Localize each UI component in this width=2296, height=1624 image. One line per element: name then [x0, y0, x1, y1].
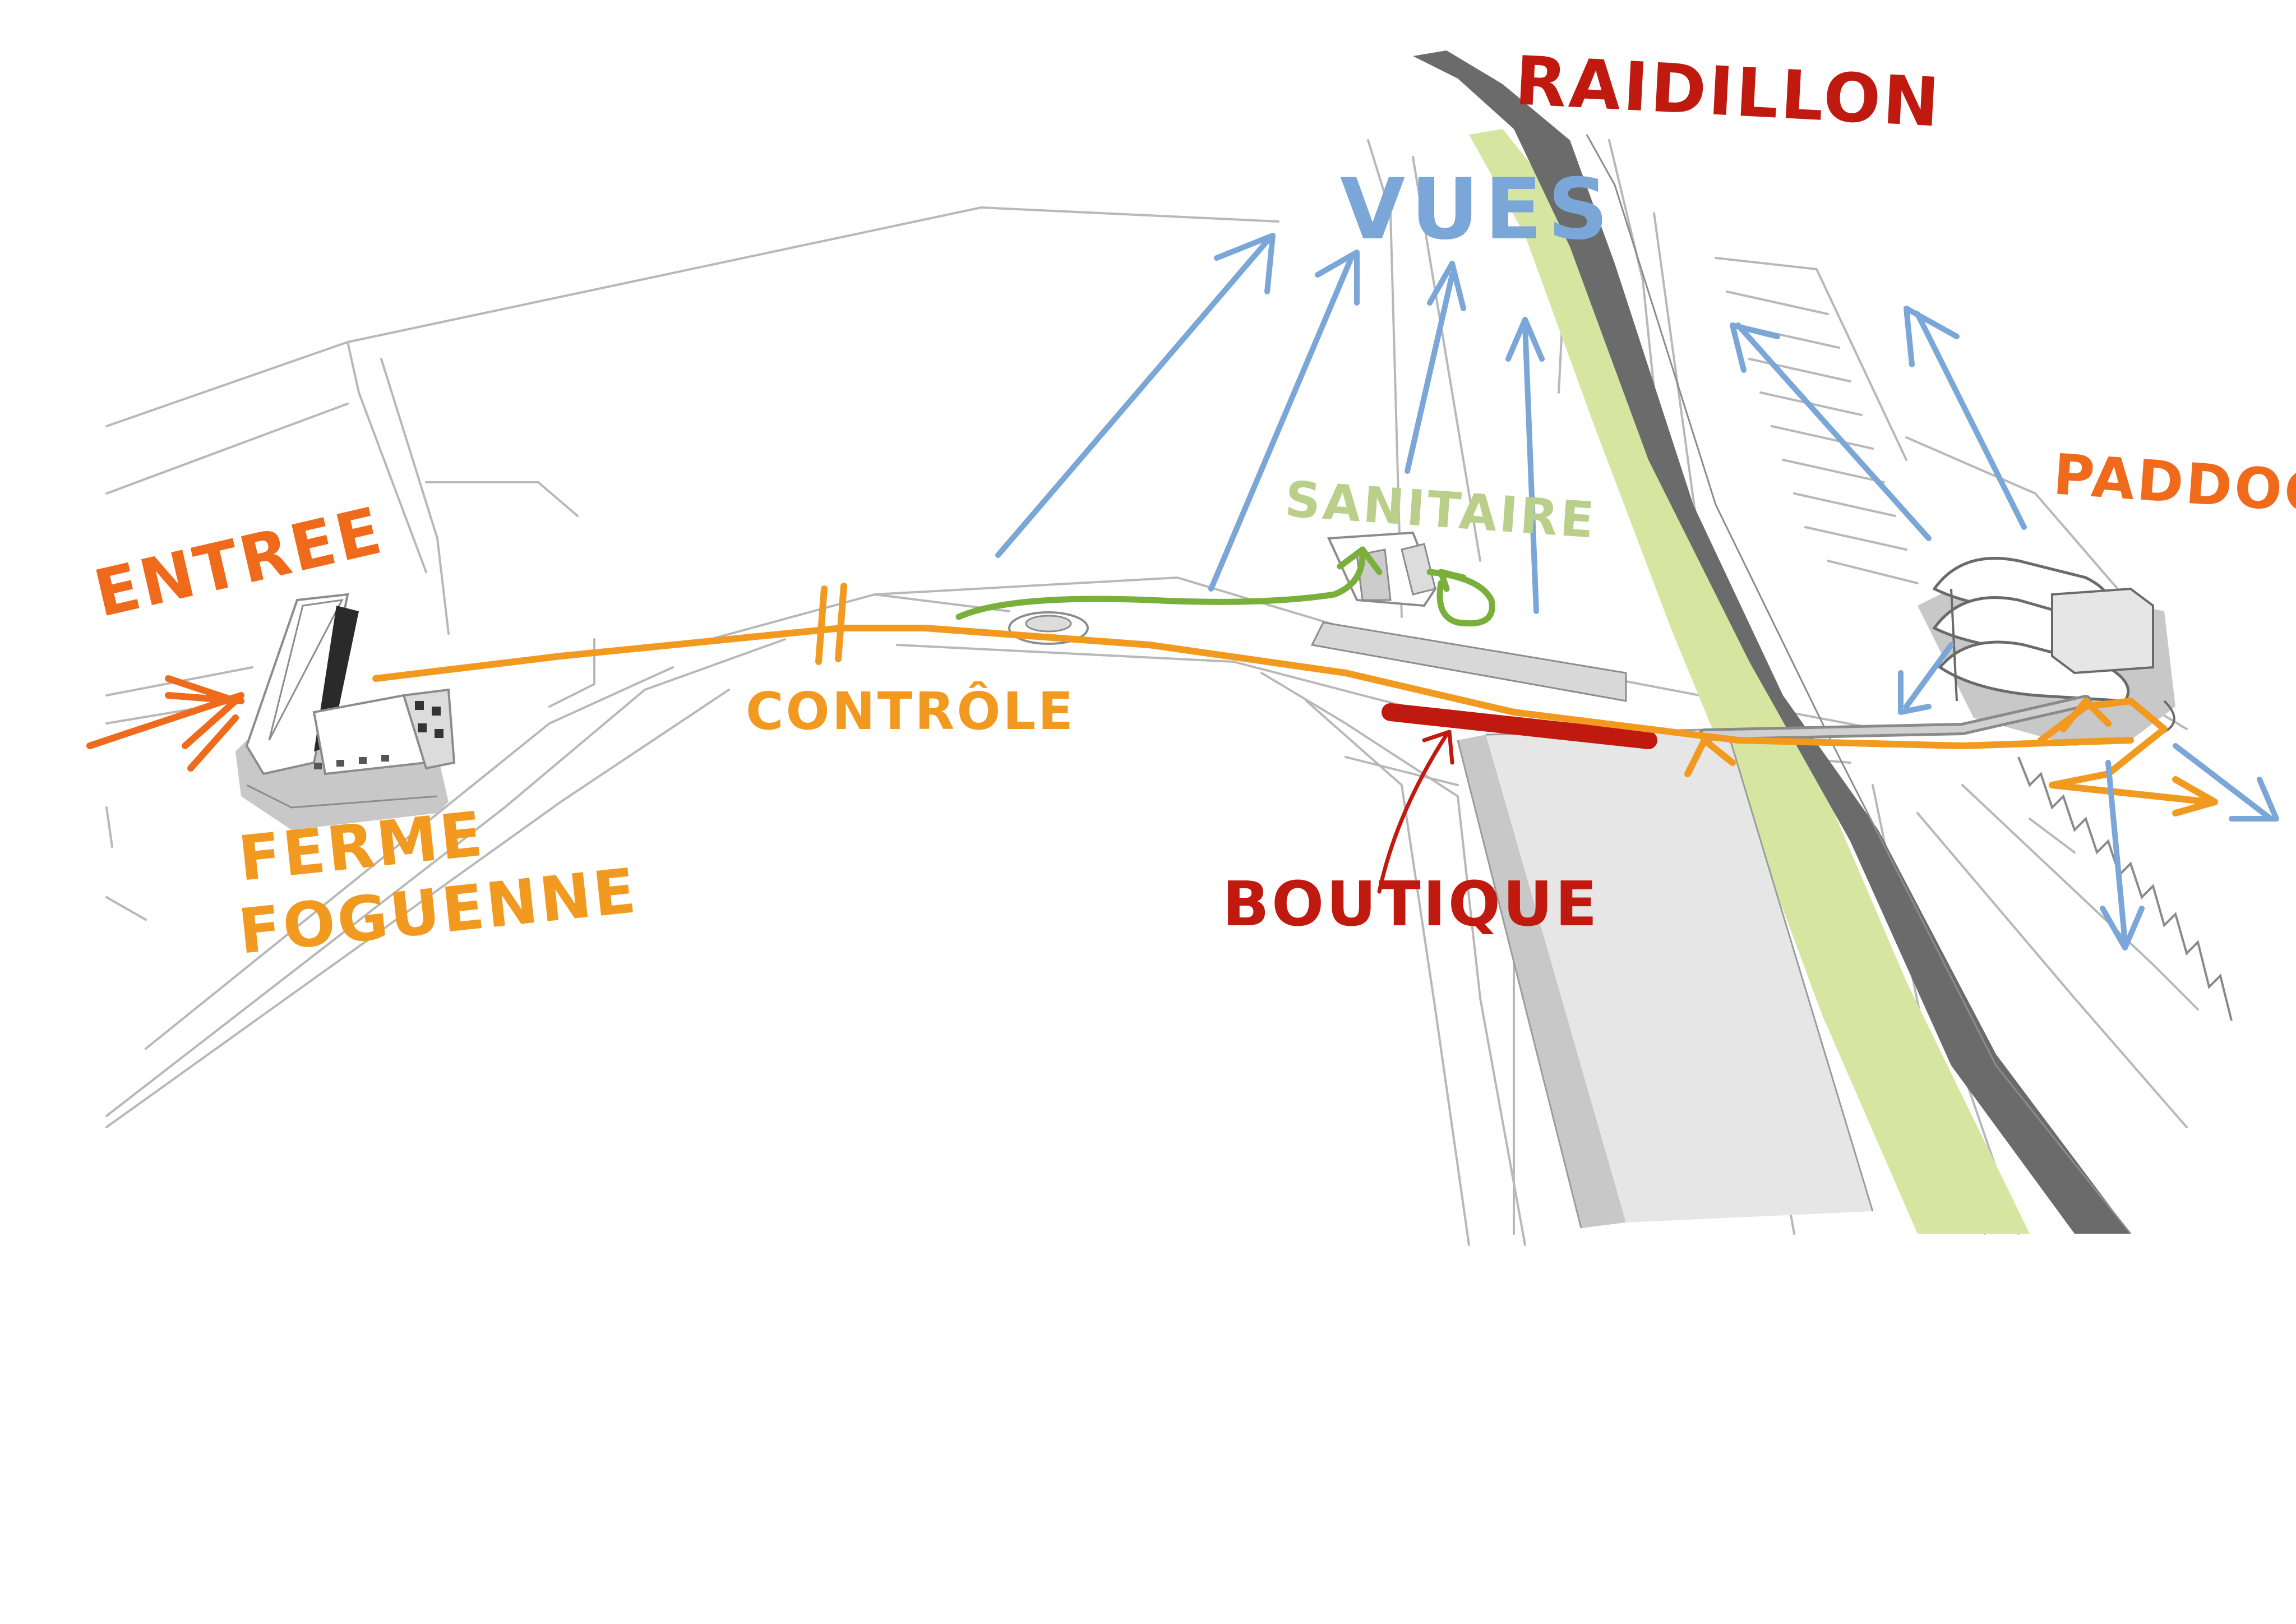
label-boutique: BOUTIQUE [1222, 868, 1600, 940]
race-track [1413, 50, 2132, 1234]
footbridge [1698, 695, 2092, 741]
ferme-foguenne-building [235, 593, 456, 830]
boutique-strip [1382, 703, 1657, 749]
stand-sawtooth [2017, 756, 2233, 1021]
label-controle: CONTRÔLE [746, 680, 1075, 741]
paddock-building [1918, 557, 2175, 746]
bench-structure [1310, 621, 1627, 702]
verge-green [1469, 129, 2030, 1234]
sanitaire-building [1327, 531, 1437, 607]
label-vues: VUES [1340, 161, 1614, 259]
entry-arrows [86, 675, 244, 772]
label-paddock: PADDOCK [2051, 441, 2296, 529]
label-raidillon: RAIDILLON [1513, 42, 1943, 142]
boutique-pointer-arrow [1377, 730, 1454, 894]
sanitaire-route [955, 546, 1495, 627]
view-arrows [995, 233, 2279, 951]
main-route [372, 583, 2218, 816]
